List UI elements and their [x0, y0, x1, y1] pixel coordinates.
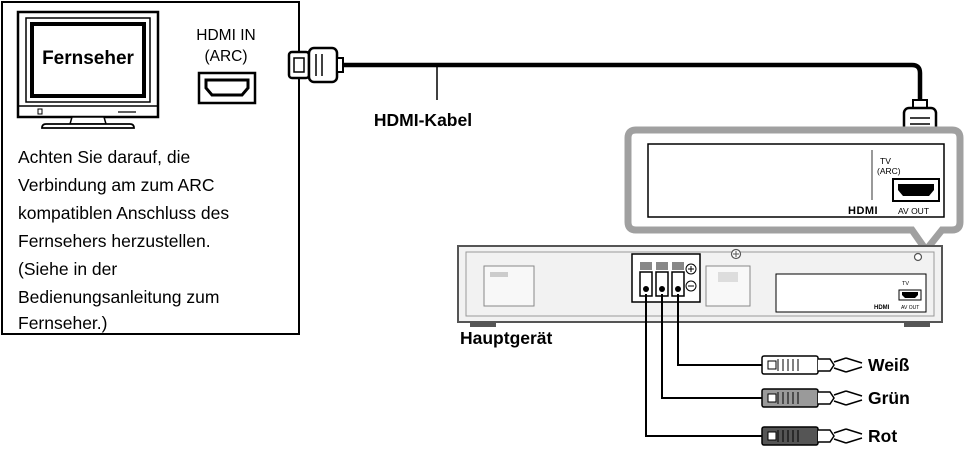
tv-icon: [16, 10, 160, 129]
note-line: Verbindung am zum ARC: [18, 175, 215, 195]
screw-icon: [913, 252, 923, 262]
note-line: Fernseher.): [18, 313, 107, 333]
wire-label-white: Weiß: [868, 355, 910, 375]
cable-label: HDMI-Kabel: [374, 110, 472, 130]
tv-note: Achten Sie darauf, die Verbindung am zum…: [18, 147, 229, 333]
unit-hdmi-logo: HDMI: [874, 305, 890, 311]
zoom-hdmi-logo: HDMI: [848, 205, 878, 217]
note-line: Bedienungsanleitung zum: [18, 287, 219, 307]
zoom-tv-label: TV: [880, 156, 891, 166]
note-line: Fernsehers herzustellen.: [18, 231, 211, 251]
tv-hdmi-port-icon: [197, 71, 257, 105]
speaker-plug-icon: [761, 355, 863, 375]
unit-hdmi-area: TV HDMI AV OUT: [775, 273, 927, 313]
plus-icon: [685, 263, 697, 275]
wire-label-green: Grün: [868, 388, 910, 408]
zoom-arc-label: (ARC): [877, 166, 901, 176]
note-line: (Siehe in der: [18, 259, 117, 279]
unit-av-out-label: AV OUT: [901, 305, 919, 311]
arc-label: (ARC): [204, 48, 247, 65]
speaker-terminals: [631, 253, 701, 303]
wire-label-red: Rot: [868, 426, 897, 446]
speaker-plugs: [761, 355, 863, 446]
hdmi-in-label: HDMI IN: [196, 27, 255, 44]
main-unit: TV HDMI AV OUT Hauptgerät: [457, 245, 943, 348]
zoom-hdmi-port-icon: [892, 178, 940, 202]
tv-label: Fernseher: [42, 48, 134, 69]
zoom-av-out-label: AV OUT: [898, 206, 929, 216]
minus-icon: [685, 280, 697, 292]
speaker-plug-icon: [761, 388, 863, 408]
unit-tv-label: TV: [902, 281, 909, 287]
main-unit-label: Hauptgerät: [460, 328, 553, 348]
speaker-plug-icon: [761, 426, 863, 446]
screw-icon: [730, 248, 742, 260]
hdmi-plug-icon: [287, 46, 344, 84]
note-line: Achten Sie darauf, die: [18, 147, 190, 167]
port-zoom-callout: TV (ARC) HDMI AV OUT: [624, 126, 964, 256]
note-line: kompatiblen Anschluss des: [18, 203, 229, 223]
tv-panel: Fernseher HDMI IN (ARC) Achten Sie darau…: [1, 1, 300, 335]
speaker-wires: [645, 294, 762, 437]
